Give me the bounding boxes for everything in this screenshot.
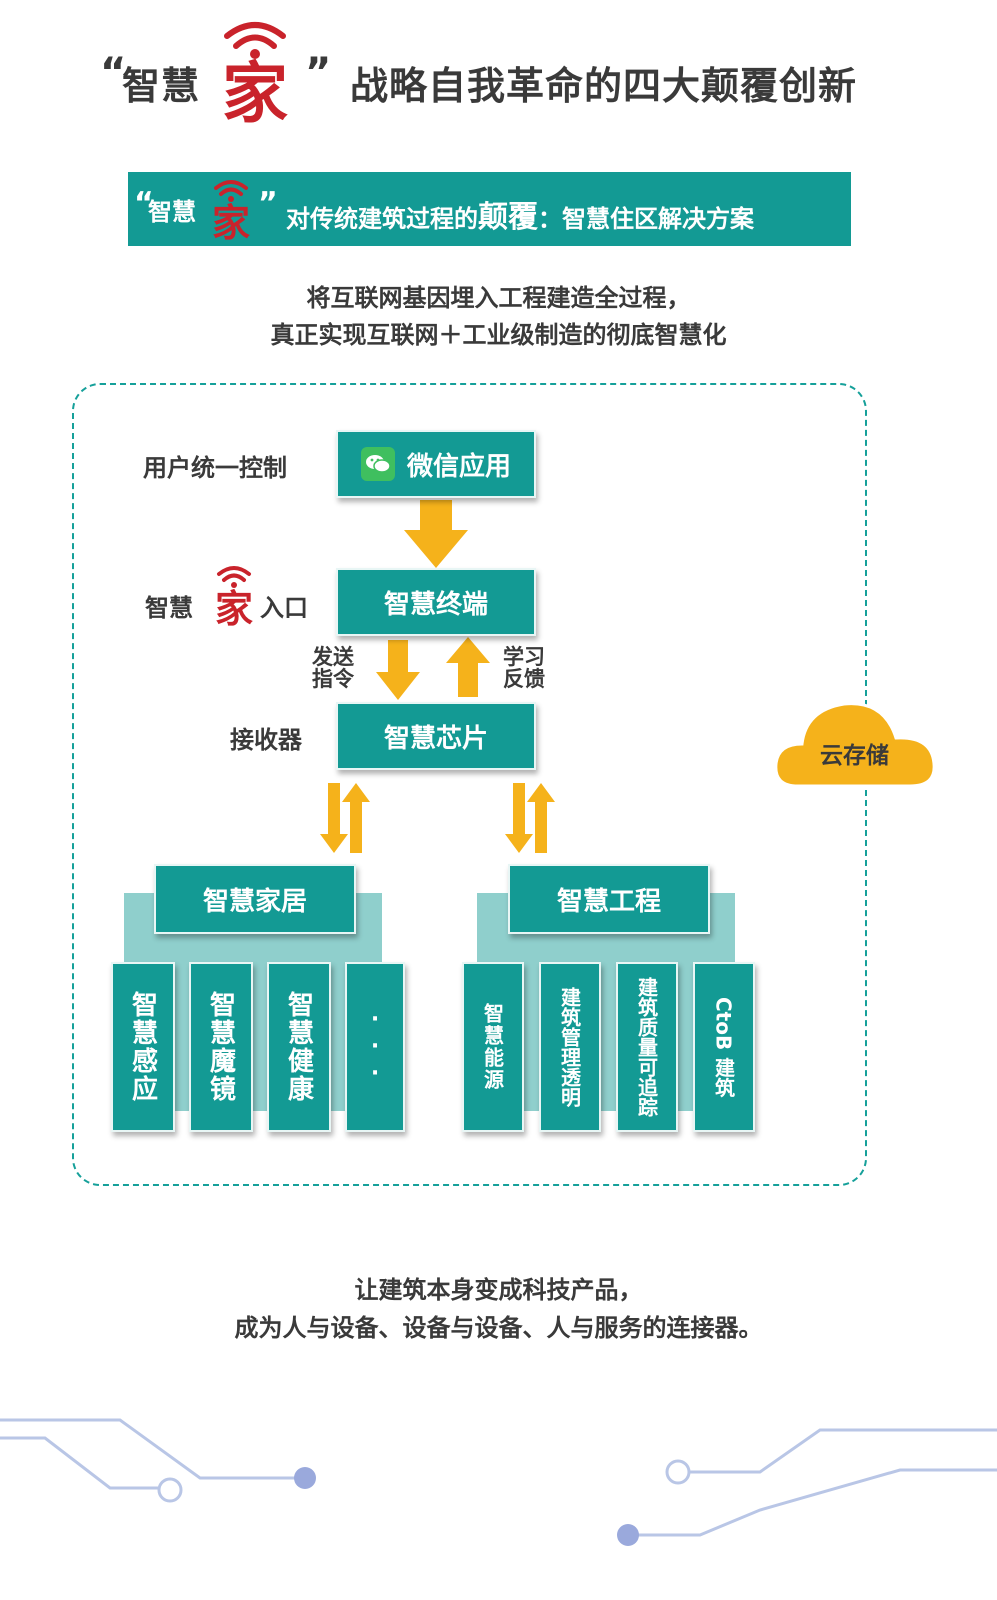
home-item-more: ··· — [345, 962, 405, 1132]
arrow-right-bi-down — [505, 783, 533, 853]
learn-feedback-line-1: 学习 — [503, 645, 545, 669]
arrow-left-bi-down — [320, 783, 348, 853]
banner-part-c: ：智慧住区解决方案 — [538, 205, 754, 233]
arrow-right-bi-up — [527, 783, 555, 853]
home-item-health-label: 智慧健康 — [283, 991, 314, 1103]
banner-logo-char: 家 — [212, 200, 250, 240]
eng-item-energy: 智慧能源 — [462, 962, 524, 1132]
eng-item-management: 建筑管理透明 — [539, 962, 601, 1132]
circuit-node-1 — [157, 1477, 183, 1503]
home-item-more-label: ··· — [362, 1006, 388, 1088]
send-command-label: 发送 指令 — [312, 646, 354, 690]
smart-chip-box: 智慧芯片 — [336, 702, 536, 770]
intro-line-1: 将互联网基因埋入工程建造全过程， — [306, 284, 691, 312]
label-entry-a: 智慧 — [145, 594, 193, 622]
label-user-control: 用户统一控制 — [143, 454, 287, 482]
outro-line-1: 让建筑本身变成科技产品， — [354, 1276, 643, 1304]
title-open-quote: “ — [100, 50, 127, 96]
learn-feedback-label: 学习 反馈 — [503, 646, 545, 690]
home-item-sensing-label: 智慧感应 — [127, 991, 158, 1103]
title-logo-char: 家 — [222, 54, 288, 124]
smart-terminal-box: 智慧终端 — [336, 568, 536, 636]
smart-terminal-label: 智慧终端 — [383, 589, 488, 620]
smart-chip-label: 智慧芯片 — [383, 723, 488, 754]
home-item-mirror: 智慧魔镜 — [189, 962, 253, 1132]
banner-open-quote: “ — [134, 186, 154, 221]
banner-part-b-text: 对传统建筑过程的 — [286, 205, 478, 233]
send-command-line-2: 指令 — [312, 667, 354, 691]
wechat-app-box: 微信应用 — [336, 430, 536, 498]
eng-item-quality: 建筑质量可追踪 — [616, 962, 678, 1132]
banner-part-a: 智慧 — [148, 198, 196, 226]
circuit-node-3 — [665, 1459, 691, 1485]
jia-logo-entry-icon: 家 — [215, 566, 253, 626]
title-close-quote: ” — [305, 50, 332, 96]
eng-item-energy-label: 智慧能源 — [480, 1003, 505, 1091]
circuit-node-4 — [617, 1524, 639, 1546]
eng-item-ctob-label: CtoB 建筑 — [711, 996, 736, 1098]
smart-home-label: 智慧家居 — [202, 886, 307, 917]
banner-close-quote: ” — [258, 186, 278, 221]
arrow-send-down — [376, 640, 420, 700]
title-part-a: 智慧 — [122, 64, 201, 108]
wechat-icon — [360, 447, 395, 481]
jia-logo-small-icon: 家 — [212, 180, 250, 240]
home-item-health: 智慧健康 — [267, 962, 331, 1132]
jia-logo-icon: 家 — [222, 22, 288, 124]
cloud-storage-label: 云存储 — [820, 743, 889, 769]
banner-part-big: 颠覆 — [478, 200, 538, 235]
send-command-line-1: 发送 — [312, 645, 354, 669]
arrow-left-bi-up — [342, 783, 370, 853]
intro-line-2: 真正实现互联网＋工业级制造的彻底智慧化 — [270, 321, 727, 349]
subtitle-banner: “ 智慧 家 ” 对传统建筑过程的颠覆：智慧住区解决方案 — [128, 172, 851, 246]
wechat-app-label: 微信应用 — [406, 451, 511, 482]
eng-item-ctob: CtoB 建筑 — [693, 962, 755, 1132]
home-item-mirror-label: 智慧魔镜 — [205, 991, 236, 1103]
label-entry-b: 入口 — [260, 594, 308, 622]
smart-engineering-box: 智慧工程 — [508, 864, 710, 934]
page-header: “ 智慧 家 ” 战略自我革命的四大颠覆创新 — [0, 0, 997, 150]
circuit-node-2 — [294, 1467, 316, 1489]
smart-engineering-label: 智慧工程 — [556, 886, 661, 917]
arrow-learn-up — [446, 637, 490, 697]
eng-item-management-label: 建筑管理透明 — [557, 987, 582, 1107]
entry-logo-char: 家 — [215, 586, 253, 626]
smart-home-box: 智慧家居 — [154, 864, 356, 934]
learn-feedback-line-2: 反馈 — [503, 667, 545, 691]
home-item-sensing: 智慧感应 — [111, 962, 175, 1132]
outro-line-2: 成为人与设备、设备与设备、人与服务的连接器。 — [234, 1314, 763, 1342]
title-part-b: 战略自我革命的四大颠覆创新 — [350, 64, 858, 108]
circuit-decoration — [0, 1418, 997, 1546]
cloud-storage-icon — [774, 702, 936, 788]
label-receiver: 接收器 — [230, 726, 302, 754]
eng-item-quality-label: 建筑质量可追踪 — [634, 977, 659, 1117]
banner-part-b: 对传统建筑过程的颠覆：智慧住区解决方案 — [286, 192, 754, 236]
arrow-down-main — [404, 500, 468, 568]
